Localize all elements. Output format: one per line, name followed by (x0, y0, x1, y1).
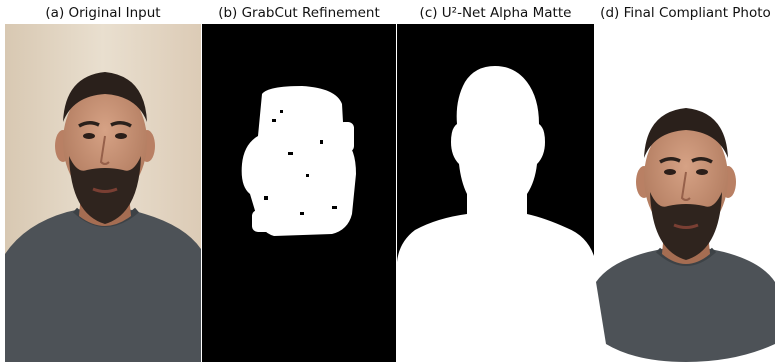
panel-title-original-input: (a) Original Input (45, 5, 161, 21)
panel-title-u2net-alpha-matte: (c) U²-Net Alpha Matte (419, 5, 572, 21)
u2net-alpha-matte (397, 24, 594, 362)
panel-title-grabcut-refinement: (b) GrabCut Refinement (218, 5, 380, 21)
original-input-image (5, 24, 201, 362)
panel-title-final-compliant-photo: (d) Final Compliant Photo (600, 5, 771, 21)
final-compliant-photo (596, 24, 775, 362)
grabcut-refinement-mask (202, 24, 396, 362)
